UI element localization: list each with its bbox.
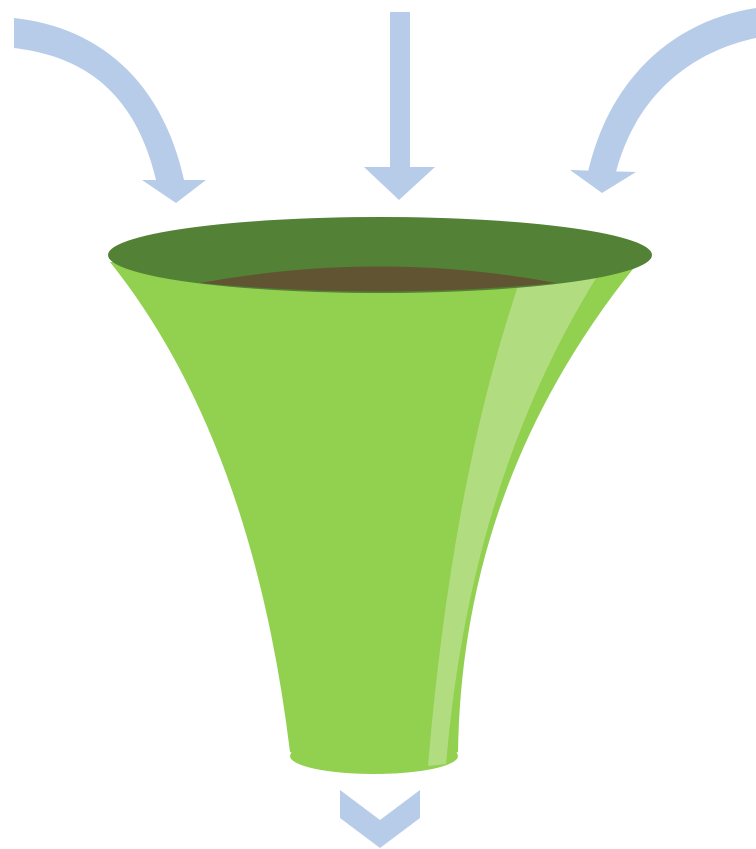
center-straight-arrow bbox=[364, 12, 435, 200]
right-curved-arrow bbox=[570, 8, 756, 193]
right-arrow-shaft bbox=[588, 8, 756, 172]
left-arrow-head bbox=[142, 180, 206, 203]
center-arrow-shaft bbox=[390, 12, 410, 168]
center-arrow-head bbox=[364, 167, 435, 200]
chevron-down-icon bbox=[340, 790, 420, 848]
left-curved-arrow bbox=[14, 18, 206, 203]
funnel bbox=[108, 217, 652, 774]
right-arrow-head bbox=[570, 170, 636, 193]
left-arrow-shaft bbox=[14, 18, 184, 180]
output-chevron bbox=[340, 790, 420, 848]
